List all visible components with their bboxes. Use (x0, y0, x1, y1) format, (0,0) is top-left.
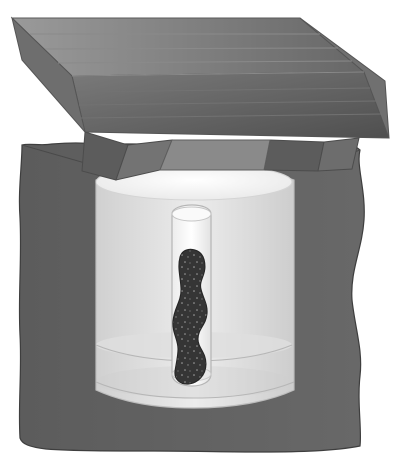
diagram-svg (0, 0, 402, 469)
diagram-canvas (0, 0, 402, 469)
